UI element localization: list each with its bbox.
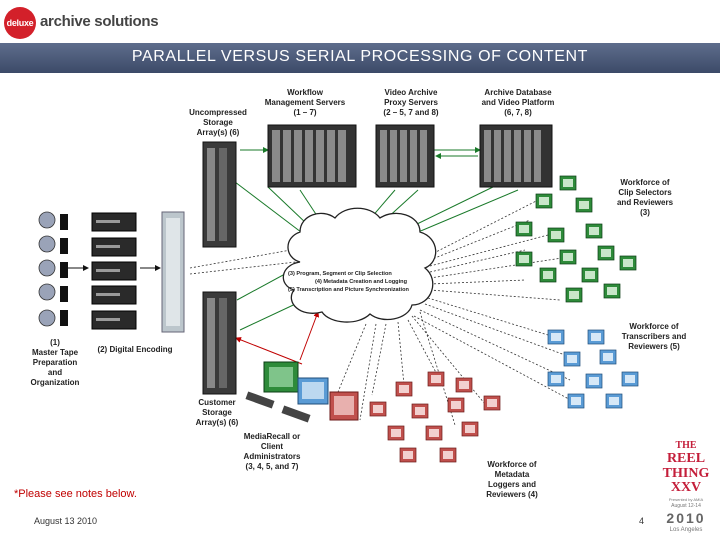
cloud-line-1: (3) Program, Segment or Clip Selection [288,271,392,277]
slide-title: PARALLEL VERSUS SERIAL PROCESSING OF CON… [131,48,589,65]
master-tape-reels [38,211,56,327]
clip-selectors-label: Workforce of Clip Selectors and Reviewer… [616,178,674,217]
uncompressed-storage-label: Uncompressed Storage Array(s) (6) [189,108,247,137]
logo-reel: REEL [666,451,706,466]
transcriber-workstations [547,329,639,409]
clip-selector-workstations [515,175,637,303]
metadata-loggers-label: Workforce of Metadata Loggers and Review… [486,460,538,499]
workflow-servers [267,124,357,188]
logo-thing: THING [662,466,710,481]
deluxe-logo-badge: deluxe [4,7,36,39]
workflow-servers-label: Workflow Management Servers (1 – 7) [264,88,346,117]
tape-cassettes [60,214,68,326]
customer-storage-array [202,291,237,395]
cloud-line-3: (5) Transcription and Picture Synchroniz… [288,287,409,293]
title-bar [0,43,720,73]
digital-encoding-label: (2) Digital Encoding [97,345,173,354]
logo-city: Los Angeles [669,527,703,533]
admin-arrows [235,311,320,365]
metadata-logger-workstations [369,371,501,463]
master-tape-label: (1) Master Tape Preparation and Organiza… [30,338,80,387]
mediarecall-label: MediaRecall or Client Administrators (3,… [243,432,301,471]
page-number: 4 [639,516,645,526]
archive-database-servers [479,124,553,188]
cloud-to-workforce-links [189,194,581,426]
video-archive-label: Video Archive Proxy Servers (2 – 5, 7 an… [383,88,439,117]
cloud-label: (3) Program, Segment or Clip Selection (… [288,270,434,294]
cloud-line-2: (4) Metadata Creation and Logging [315,279,407,285]
logo-year: 2010 [666,510,706,526]
logo-xxv: XXV [670,480,702,495]
slide-date: August 13 2010 [34,516,98,526]
transcribers-label: Workforce of Transcribers and Reviewers … [621,322,687,351]
customer-storage-label: Customer Storage Array(s) (6) [195,398,239,427]
logo-the: THE [675,440,697,451]
uncompressed-storage-array [202,141,237,248]
archive-database-label: Archive Database and Video Platform (6, … [481,88,555,117]
processing-cloud [282,207,437,323]
company-name: archive solutions [40,13,159,30]
logo-dates: August 12-14 [671,503,701,509]
encoding-rack [161,211,185,333]
encoding-decks [91,212,137,330]
video-archive-servers [375,124,435,188]
footnote: *Please see notes below. [14,488,137,500]
admin-workstations [245,361,359,423]
server-link-arrows [240,147,481,159]
logo-presented: Presented by AMIA [668,497,704,502]
